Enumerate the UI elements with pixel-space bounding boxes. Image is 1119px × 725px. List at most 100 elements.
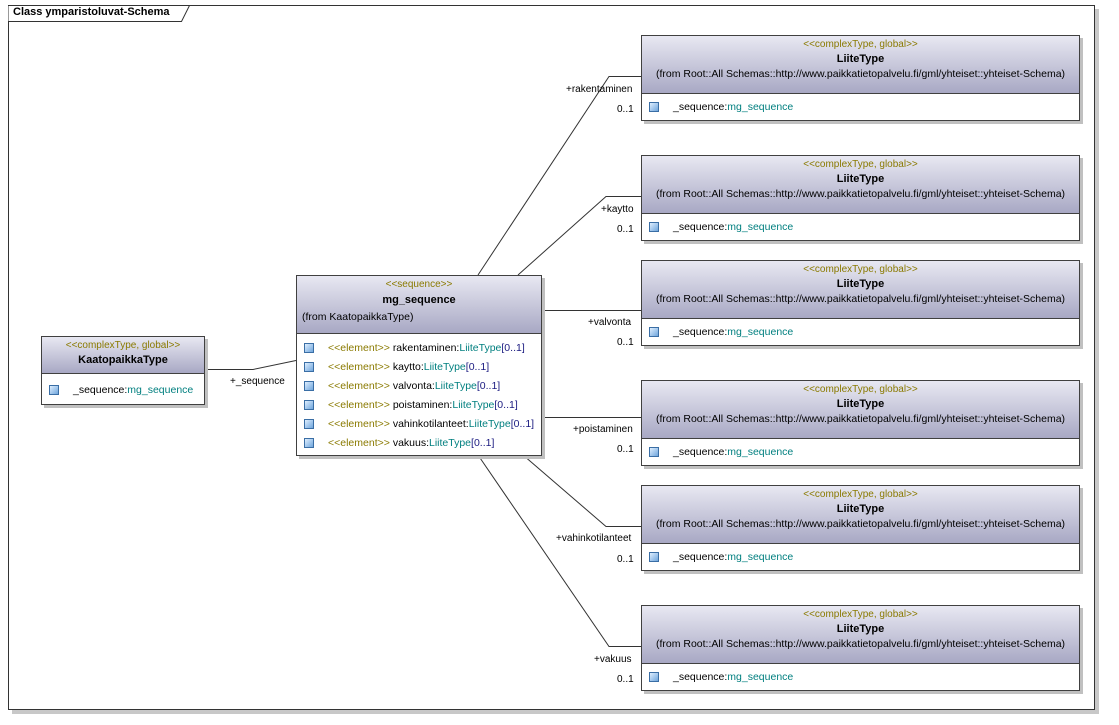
attribute-text: _sequence:mg_sequence <box>673 446 793 458</box>
element-name: kaytto: <box>392 361 424 373</box>
element-icon <box>304 438 314 448</box>
class-header: <<sequence>> mg_sequence (from Kaatopaik… <box>297 276 541 334</box>
element-name: vakuus: <box>392 437 429 449</box>
element-text: <<element>> poistaminen:LiiteType[0..1] <box>328 399 518 411</box>
element-multiplicity: [0..1] <box>494 399 518 411</box>
origin-label: (from Root::All Schemas::http://www.paik… <box>655 638 1066 650</box>
element-icon <box>304 362 314 372</box>
attribute-icon <box>649 222 659 232</box>
element-type: LiiteType <box>423 361 466 373</box>
class-liitetype-kaytto[interactable]: <<complexType, global>> LiiteType (from … <box>641 155 1080 241</box>
attribute-row[interactable]: _sequence:mg_sequence <box>642 323 1079 342</box>
element-stereotype: <<element>> <box>328 380 390 392</box>
attribute-name: _sequence: <box>673 101 728 113</box>
element-row[interactable]: <<element>> poistaminen:LiiteType[0..1] <box>297 396 541 415</box>
element-name: poistaminen: <box>392 399 453 411</box>
attribute-text: _sequence:mg_sequence <box>73 384 193 396</box>
attribute-row[interactable]: _sequence:mg_sequence <box>642 443 1079 462</box>
class-header: <<complexType, global>> LiiteType (from … <box>642 36 1079 94</box>
frame-title: Class ymparistoluvat-Schema <box>13 6 170 18</box>
class-header: <<complexType, global>> LiiteType (from … <box>642 381 1079 439</box>
frame-tab-shape <box>8 5 190 22</box>
attribute-row[interactable]: _sequence:mg_sequence <box>642 668 1079 687</box>
element-list: <<element>> rakentaminen:LiiteType[0..1]… <box>297 334 541 453</box>
association-line-kaytto <box>517 196 641 276</box>
class-name: KaatopaikkaType <box>78 354 168 366</box>
element-text: <<element>> kaytto:LiiteType[0..1] <box>328 361 489 373</box>
attribute-icon <box>649 552 659 562</box>
element-multiplicity: [0..1] <box>476 380 501 392</box>
element-text: <<element>> vakuus:LiiteType[0..1] <box>328 437 494 449</box>
class-header: <<complexType, global>> LiiteType (from … <box>642 486 1079 544</box>
multiplicity-label-vahinkotilanteet: 0..1 <box>617 554 634 565</box>
class-header: <<complexType, global>> KaatopaikkaType <box>42 337 204 374</box>
element-row[interactable]: <<element>> kaytto:LiiteType[0..1] <box>297 358 541 377</box>
class-name: mg_sequence <box>382 294 456 306</box>
role-label-poistaminen: +poistaminen <box>573 424 633 435</box>
attribute-name: _sequence: <box>73 384 128 396</box>
element-text: <<element>> vahinkotilanteet:LiiteType[0… <box>328 418 534 430</box>
stereotype-label: <<complexType, global>> <box>803 159 918 170</box>
attribute-row[interactable]: _sequence:mg_sequence <box>642 218 1079 237</box>
class-mg-sequence[interactable]: <<sequence>> mg_sequence (from Kaatopaik… <box>296 275 542 456</box>
attribute-text: _sequence:mg_sequence <box>673 221 793 233</box>
element-multiplicity: [0..1] <box>501 342 525 354</box>
attribute-icon <box>649 672 659 682</box>
attribute-row[interactable]: _sequence:mg_sequence <box>42 381 204 400</box>
association-line-vakuus <box>477 454 641 647</box>
multiplicity-label-poistaminen: 0..1 <box>617 444 634 455</box>
attribute-text: _sequence:mg_sequence <box>673 101 793 113</box>
multiplicity-label-kaytto: 0..1 <box>617 224 634 235</box>
element-stereotype: <<element>> <box>328 342 390 354</box>
element-text: <<element>> valvonta:LiiteType[0..1] <box>328 380 500 392</box>
attribute-type: mg_sequence <box>727 326 794 338</box>
role-label-vahinkotilanteet: +vahinkotilanteet <box>556 533 632 544</box>
element-icon <box>304 400 314 410</box>
element-name: valvonta: <box>392 380 435 392</box>
role-label-kaytto: +kaytto <box>601 204 634 215</box>
class-liitetype-vahinkotilanteet[interactable]: <<complexType, global>> LiiteType (from … <box>641 485 1080 571</box>
element-row[interactable]: <<element>> valvonta:LiiteType[0..1] <box>297 377 541 396</box>
element-multiplicity: [0..1] <box>510 418 535 430</box>
attribute-text: _sequence:mg_sequence <box>673 551 793 563</box>
element-stereotype: <<element>> <box>328 437 390 449</box>
origin-label: (from Root::All Schemas::http://www.paik… <box>655 293 1066 305</box>
element-row[interactable]: <<element>> rakentaminen:LiiteType[0..1] <box>297 339 541 358</box>
attribute-row[interactable]: _sequence:mg_sequence <box>642 98 1079 117</box>
multiplicity-label-rakentaminen: 0..1 <box>617 104 634 115</box>
attribute-row[interactable]: _sequence:mg_sequence <box>642 548 1079 567</box>
element-icon <box>304 343 314 353</box>
origin-label: (from KaatopaikkaType) <box>302 311 414 323</box>
element-multiplicity: [0..1] <box>465 361 490 373</box>
class-name: LiiteType <box>836 53 885 65</box>
multiplicity-label-valvonta: 0..1 <box>617 337 634 348</box>
attribute-text: _sequence:mg_sequence <box>673 326 793 338</box>
origin-label: (from Root::All Schemas::http://www.paik… <box>655 413 1066 425</box>
attribute-icon <box>649 102 659 112</box>
attribute-type: mg_sequence <box>727 221 794 233</box>
class-liitetype-poistaminen[interactable]: <<complexType, global>> LiiteType (from … <box>641 380 1080 466</box>
element-type: LiiteType <box>452 399 495 411</box>
class-name: LiiteType <box>836 623 885 635</box>
element-row[interactable]: <<element>> vakuus:LiiteType[0..1] <box>297 434 541 453</box>
element-stereotype: <<element>> <box>328 399 390 411</box>
stereotype-label: <<complexType, global>> <box>65 340 181 351</box>
role-label-vakuus: +vakuus <box>594 654 632 665</box>
attribute-type: mg_sequence <box>127 384 194 396</box>
stereotype-label: <<complexType, global>> <box>803 39 918 50</box>
attribute-name: _sequence: <box>673 221 728 233</box>
attribute-icon <box>49 385 59 395</box>
attribute-name: _sequence: <box>673 671 728 683</box>
class-header: <<complexType, global>> LiiteType (from … <box>642 156 1079 214</box>
origin-label: (from Root::All Schemas::http://www.paik… <box>655 518 1066 530</box>
attribute-name: _sequence: <box>673 551 728 563</box>
class-name: LiiteType <box>836 503 885 515</box>
stereotype-label: <<complexType, global>> <box>803 609 918 620</box>
attribute-icon <box>649 447 659 457</box>
class-kaatopaikkatype[interactable]: <<complexType, global>> KaatopaikkaType … <box>41 336 205 405</box>
class-liitetype-rakentaminen[interactable]: <<complexType, global>> LiiteType (from … <box>641 35 1080 121</box>
class-liitetype-vakuus[interactable]: <<complexType, global>> LiiteType (from … <box>641 605 1080 691</box>
element-row[interactable]: <<element>> vahinkotilanteet:LiiteType[0… <box>297 415 541 434</box>
class-liitetype-valvonta[interactable]: <<complexType, global>> LiiteType (from … <box>641 260 1080 346</box>
role-label-valvonta: +valvonta <box>588 317 632 328</box>
